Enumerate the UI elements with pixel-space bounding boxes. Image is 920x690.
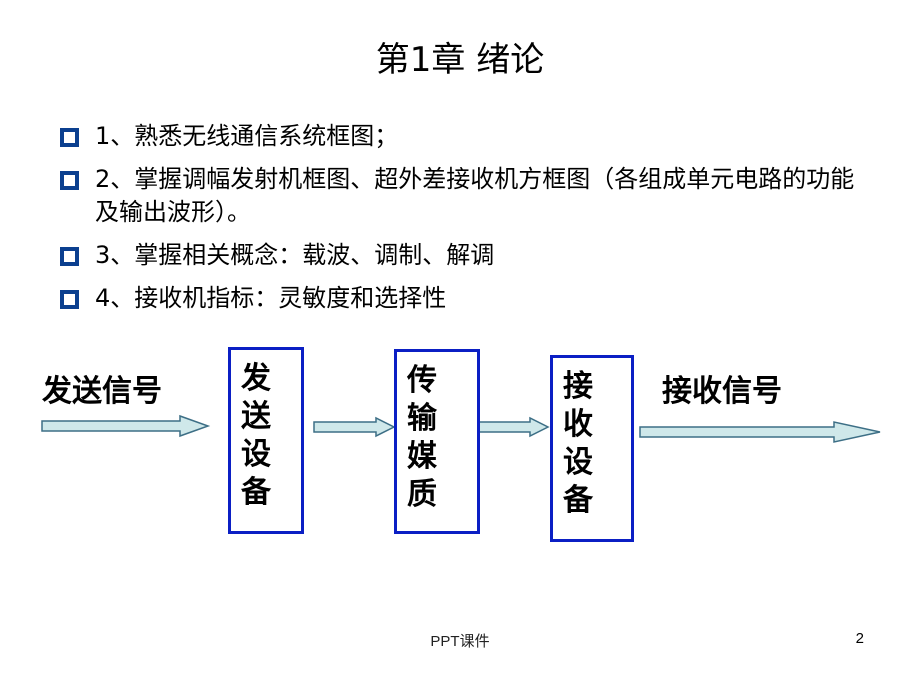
- block-char: 备: [563, 483, 593, 518]
- transmitter-block: 发 送 设 备: [228, 347, 304, 534]
- page-number: 2: [855, 630, 864, 647]
- square-bullet-icon: [60, 171, 79, 190]
- footer-text: PPT课件: [430, 633, 490, 650]
- arrow-right-icon: [475, 416, 550, 438]
- square-bullet-icon: [60, 247, 79, 266]
- bullet-text: 2、掌握调幅发射机框图、超外差接收机方框图（各组成单元电路的功能及输出波形）。: [95, 165, 855, 226]
- bullet-text: 4、接收机指标：灵敏度和选择性: [95, 284, 447, 312]
- bullet-item: 4、接收机指标：灵敏度和选择性: [56, 282, 876, 315]
- arrow-right-icon: [41, 414, 211, 438]
- bullet-text: 3、掌握相关概念：载波、调制、解调: [95, 241, 495, 269]
- slide-title: 第1章 绪论: [375, 40, 545, 80]
- output-signal-label: 接收信号: [662, 374, 782, 409]
- input-signal-label: 发送信号: [42, 374, 162, 409]
- receiver-block: 接 收 设 备: [550, 355, 634, 542]
- block-char: 传: [407, 363, 437, 398]
- square-bullet-icon: [60, 290, 79, 309]
- block-char: 媒: [407, 439, 437, 474]
- bullet-text: 1、熟悉无线通信系统框图；: [95, 122, 399, 150]
- block-char: 收: [563, 407, 593, 442]
- arrow-right-icon: [313, 416, 396, 438]
- bullet-list: 1、熟悉无线通信系统框图； 2、掌握调幅发射机框图、超外差接收机方框图（各组成单…: [56, 120, 876, 325]
- block-char: 接: [563, 369, 593, 404]
- medium-block: 传 输 媒 质: [394, 349, 480, 534]
- block-char: 备: [241, 475, 271, 510]
- bullet-item: 1、熟悉无线通信系统框图；: [56, 120, 876, 153]
- block-char: 质: [407, 477, 437, 512]
- block-char: 设: [241, 437, 271, 472]
- block-char: 设: [563, 445, 593, 480]
- block-char: 送: [241, 399, 271, 434]
- square-bullet-icon: [60, 128, 79, 147]
- bullet-item: 3、掌握相关概念：载波、调制、解调: [56, 239, 876, 272]
- bullet-item: 2、掌握调幅发射机框图、超外差接收机方框图（各组成单元电路的功能及输出波形）。: [56, 163, 876, 229]
- arrow-right-icon: [639, 421, 881, 443]
- block-char: 输: [407, 401, 437, 436]
- block-char: 发: [241, 361, 271, 396]
